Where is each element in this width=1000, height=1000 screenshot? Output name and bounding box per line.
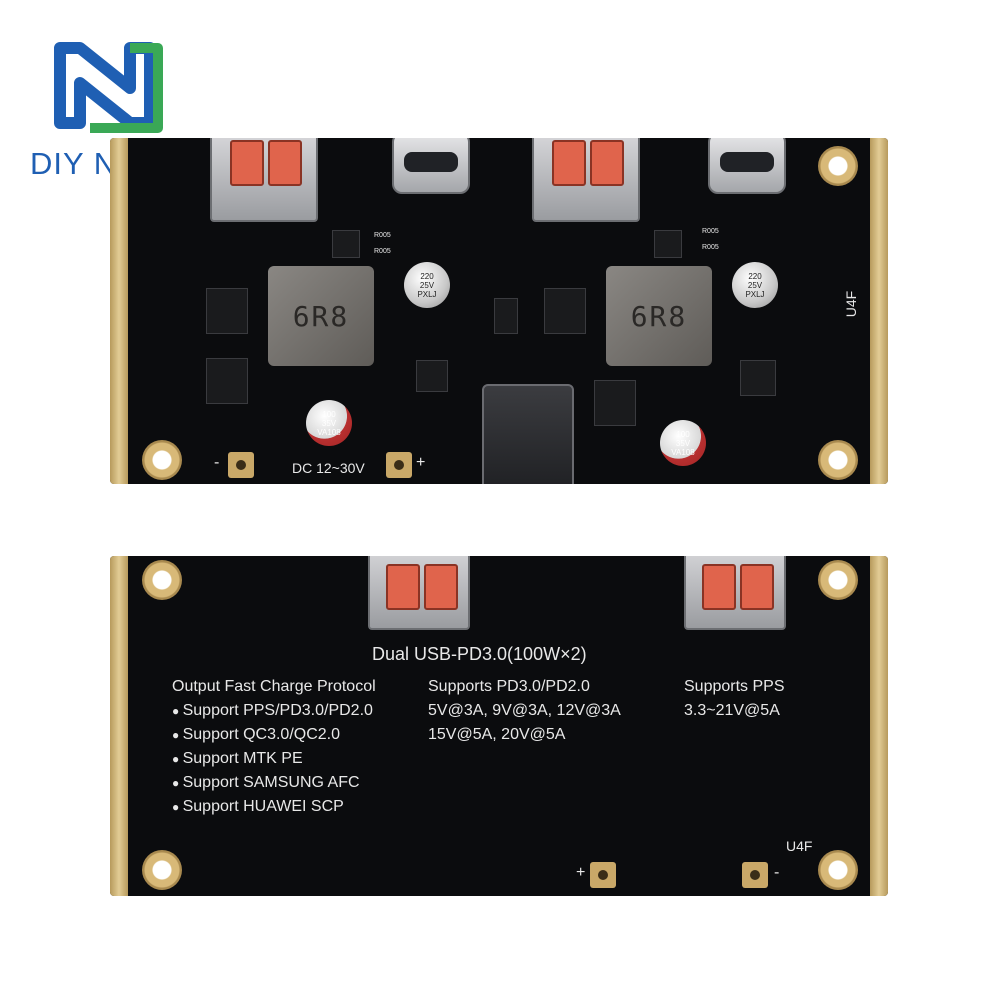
protocol-item: Support PPS/PD3.0/PD2.0 bbox=[172, 702, 373, 720]
electrolytic-cap-right: 100 35V VA108 bbox=[660, 420, 706, 466]
protocol-item: Support HUAWEI SCP bbox=[172, 798, 344, 816]
gold-edge-left bbox=[110, 138, 128, 484]
output-pad-minus bbox=[742, 862, 768, 888]
pd-heading: Supports PD3.0/PD2.0 bbox=[428, 678, 590, 695]
silk-r005-2: R005 bbox=[374, 248, 391, 255]
silk-minus-bottom: - bbox=[774, 864, 780, 881]
silk-u4f-top: U4F bbox=[843, 290, 860, 318]
protocol-item: Support SAMSUNG AFC bbox=[172, 774, 360, 792]
silk-plus-bottom: + bbox=[576, 864, 586, 881]
brand-logo bbox=[54, 42, 163, 133]
silk-plus: + bbox=[416, 454, 426, 471]
usb-a-port-2-rear bbox=[684, 556, 786, 630]
mount-hole-br-bottom bbox=[818, 850, 858, 890]
input-pad-minus bbox=[228, 452, 254, 478]
protocol-item: Support QC3.0/QC2.0 bbox=[172, 726, 340, 744]
pps-line: 3.3~21V@5A bbox=[684, 702, 780, 719]
mount-hole-bottom-left bbox=[142, 440, 182, 480]
pd-line-1: 5V@3A, 9V@3A, 12V@3A bbox=[428, 702, 621, 719]
mount-hole-tr-bottom bbox=[818, 560, 858, 600]
controller-ic-right bbox=[740, 360, 776, 396]
usb-a-port-1-rear bbox=[368, 556, 470, 630]
protocol-heading: Output Fast Charge Protocol bbox=[172, 678, 376, 695]
inductor-left: 6R8 bbox=[268, 266, 374, 366]
usb-a-port-1 bbox=[210, 138, 318, 222]
mount-hole-top-right bbox=[818, 146, 858, 186]
ic-small-1 bbox=[332, 230, 360, 258]
silk-minus: - bbox=[214, 454, 220, 471]
silk-r005-4: R005 bbox=[702, 244, 719, 251]
silk-dc-range: DC 12~30V bbox=[292, 460, 365, 476]
inductor-right: 6R8 bbox=[606, 266, 712, 366]
mount-hole-tl-bottom bbox=[142, 560, 182, 600]
input-pad-plus bbox=[386, 452, 412, 478]
board-title: Dual USB-PD3.0(100W×2) bbox=[372, 644, 587, 664]
output-pad-plus bbox=[590, 862, 616, 888]
pd-line-2: 15V@5A, 20V@5A bbox=[428, 726, 566, 743]
usb-c-port-2 bbox=[708, 138, 786, 194]
mosfet-1 bbox=[206, 288, 248, 334]
electrolytic-cap-left: 100 35V VA108 bbox=[306, 400, 352, 446]
gold-edge-right-bottom bbox=[870, 556, 888, 896]
capacitor-right: 220 25V PXLJ bbox=[732, 262, 778, 308]
usb-a-port-2 bbox=[532, 138, 640, 222]
pps-heading: Supports PPS bbox=[684, 678, 785, 695]
mosfet-2 bbox=[206, 358, 248, 404]
pcb-top-side: 6R8 6R8 220 25V PXLJ 220 25V PXLJ 100 35… bbox=[110, 138, 888, 484]
controller-ic-left bbox=[416, 360, 448, 392]
mosfet-4 bbox=[594, 380, 636, 426]
dc-input-jack bbox=[482, 384, 574, 484]
silk-u4f-bottom: U4F bbox=[786, 838, 813, 854]
mosfet-3 bbox=[544, 288, 586, 334]
ic-small-2 bbox=[654, 230, 682, 258]
mount-hole-bottom-right bbox=[818, 440, 858, 480]
gold-edge-left-bottom bbox=[110, 556, 128, 896]
usb-c-port-1 bbox=[392, 138, 470, 194]
capacitor-left: 220 25V PXLJ bbox=[404, 262, 450, 308]
pcb-bottom-side: Dual USB-PD3.0(100W×2) Output Fast Charg… bbox=[110, 556, 888, 896]
silk-r005-3: R005 bbox=[702, 228, 719, 235]
diode bbox=[494, 298, 518, 334]
mount-hole-bl-bottom bbox=[142, 850, 182, 890]
protocol-item: Support MTK PE bbox=[172, 750, 303, 768]
gold-edge-right bbox=[870, 138, 888, 484]
silk-r005-1: R005 bbox=[374, 232, 391, 239]
